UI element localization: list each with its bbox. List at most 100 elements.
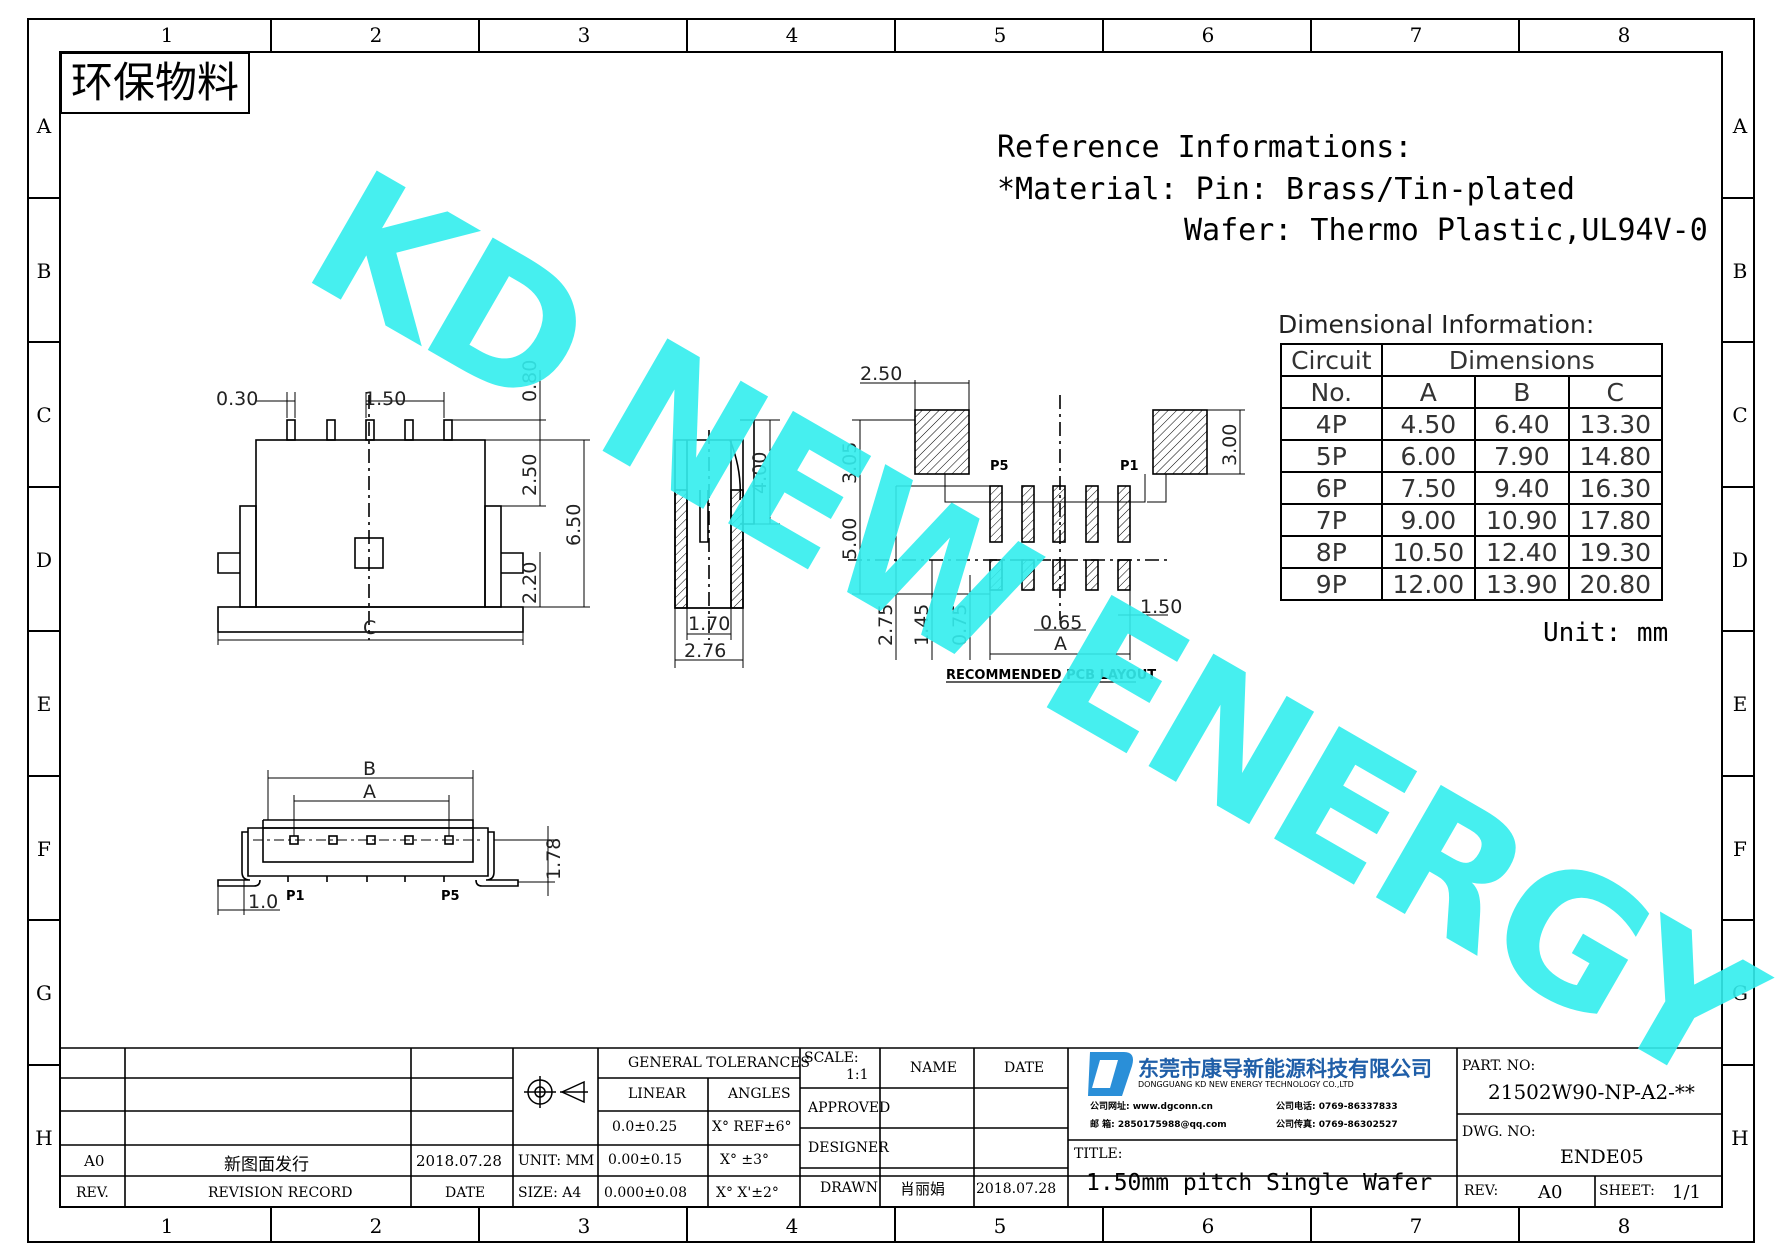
- pcb-layout-caption: RECOMMENDED PCB LAYOUT: [946, 668, 1156, 683]
- header-date: DATE: [445, 1185, 486, 1201]
- dim-label: 1.50: [1140, 596, 1182, 618]
- company-phone: 公司电话: 0769-86337833: [1276, 1102, 1398, 1112]
- col-b: B: [1474, 375, 1570, 409]
- dim-label: 2.50: [519, 454, 541, 496]
- angle-tol-2: X° ±3°: [720, 1152, 770, 1168]
- zone-col-3-top: 3: [577, 23, 591, 47]
- linear-tol-2: 0.00±0.15: [608, 1152, 683, 1168]
- zone-col-4-bottom: 4: [785, 1214, 799, 1238]
- dim-label: 0.65: [1040, 612, 1082, 634]
- cell-c: 16.30: [1567, 471, 1663, 505]
- dim-label: 6.50: [563, 504, 585, 546]
- dim-label: 0.80: [519, 360, 541, 402]
- bottom-view: [217, 770, 555, 915]
- angle-tol-1: X° REF±6°: [712, 1119, 792, 1135]
- col-dimensions: Dimensions: [1380, 343, 1664, 377]
- reference-heading: Reference Informations:: [997, 130, 1413, 165]
- part-no-label: PART. NO:: [1462, 1058, 1536, 1074]
- col-circuit: Circuit: [1280, 343, 1383, 377]
- zone-row-b-right: B: [1732, 259, 1748, 283]
- company-name: 东莞市康导新能源科技有限公司: [1138, 1057, 1432, 1081]
- cell-a: 7.50: [1380, 471, 1477, 505]
- zone-row-h-left: H: [35, 1126, 53, 1150]
- dim-label: 2.76: [684, 640, 726, 662]
- approved-label: APPROVED: [808, 1100, 891, 1116]
- cell-c: 13.30: [1567, 407, 1663, 441]
- header-revision-record: REVISION RECORD: [208, 1185, 353, 1201]
- title-label: TITLE:: [1074, 1146, 1123, 1162]
- angle-tol-3: X° X'±2°: [716, 1185, 779, 1201]
- dim-label: 2.75: [875, 604, 897, 646]
- zone-row-c-left: C: [36, 403, 52, 427]
- scale-value: 1:1: [846, 1067, 869, 1083]
- cell-a: 10.50: [1380, 535, 1477, 569]
- designer-label: DESIGNER: [808, 1140, 889, 1156]
- zone-col-6-bottom: 6: [1201, 1214, 1215, 1238]
- angles-label: ANGLES: [728, 1086, 791, 1102]
- front-view: [217, 370, 590, 645]
- zone-row-b-left: B: [36, 259, 52, 283]
- eco-material-stamp: 环保物料: [60, 52, 250, 114]
- zone-col-1-bottom: 1: [160, 1214, 174, 1238]
- dim-label: A: [363, 781, 376, 803]
- cell-a: 12.00: [1380, 567, 1477, 601]
- sheet-value: 1/1: [1672, 1182, 1701, 1203]
- dim-label: 1.0: [248, 891, 278, 913]
- dim-label: 2.20: [519, 562, 541, 604]
- cell-c: 17.80: [1567, 503, 1663, 537]
- zone-row-a-left: A: [36, 114, 52, 138]
- cell-no: 5P: [1280, 439, 1383, 473]
- linear-tol-1: 0.0±0.25: [612, 1119, 678, 1135]
- zone-row-g-right: G: [1732, 981, 1748, 1005]
- pin-label: P5: [441, 889, 460, 904]
- drawing-inner-frame: [59, 51, 1723, 1208]
- zone-row-h-right: H: [1731, 1126, 1749, 1150]
- company-email: 邮 箱: 2850175988@qq.com: [1090, 1120, 1227, 1130]
- zone-col-2-bottom: 2: [369, 1214, 383, 1238]
- cell-c: 14.80: [1567, 439, 1663, 473]
- company-fax: 公司传真: 0769-86302527: [1276, 1120, 1398, 1130]
- zone-col-1-top: 1: [160, 23, 174, 47]
- pin-label: P1: [286, 889, 305, 904]
- sheet-label: SHEET:: [1599, 1183, 1655, 1199]
- general-tolerances: GENERAL TOLERANCES: [628, 1055, 811, 1071]
- zone-row-f-left: F: [37, 837, 51, 861]
- unit-label: UNIT: MM: [518, 1153, 595, 1169]
- dwg-number: ENDE05: [1560, 1146, 1644, 1168]
- pin-label: P1: [1120, 459, 1139, 474]
- cell-no: 7P: [1280, 503, 1383, 537]
- header-rev: REV.: [76, 1185, 109, 1201]
- zone-col-8-top: 8: [1617, 23, 1631, 47]
- zone-row-d-right: D: [1731, 548, 1749, 572]
- cell-b: 6.40: [1474, 407, 1570, 441]
- cell-b: 7.90: [1474, 439, 1570, 473]
- company-logo-icon: [1088, 1052, 1133, 1096]
- zone-col-6-top: 6: [1201, 23, 1215, 47]
- rev-description: 新图面发行: [224, 1155, 309, 1175]
- dimensional-title: Dimensional Information:: [1278, 310, 1595, 339]
- zone-row-d-left: D: [35, 548, 53, 572]
- material-wafer-line: Wafer: Thermo Plastic,UL94V-0: [1184, 213, 1708, 248]
- rev-value: A0: [1538, 1182, 1563, 1203]
- drawn-date: 2018.07.28: [976, 1181, 1057, 1197]
- rev-a0: A0: [84, 1152, 105, 1170]
- linear-label: LINEAR: [628, 1086, 686, 1102]
- zone-col-7-top: 7: [1409, 23, 1423, 47]
- zone-col-2-top: 2: [369, 23, 383, 47]
- dim-label: 0.30: [216, 388, 258, 410]
- cell-b: 10.90: [1474, 503, 1570, 537]
- rev-date: 2018.07.28: [416, 1152, 502, 1170]
- pcb-layout: [848, 380, 1245, 683]
- zone-col-3-bottom: 3: [577, 1214, 591, 1238]
- dim-label: 1.78: [543, 838, 565, 880]
- cell-a: 9.00: [1380, 503, 1477, 537]
- dim-label: 1.45: [911, 604, 933, 646]
